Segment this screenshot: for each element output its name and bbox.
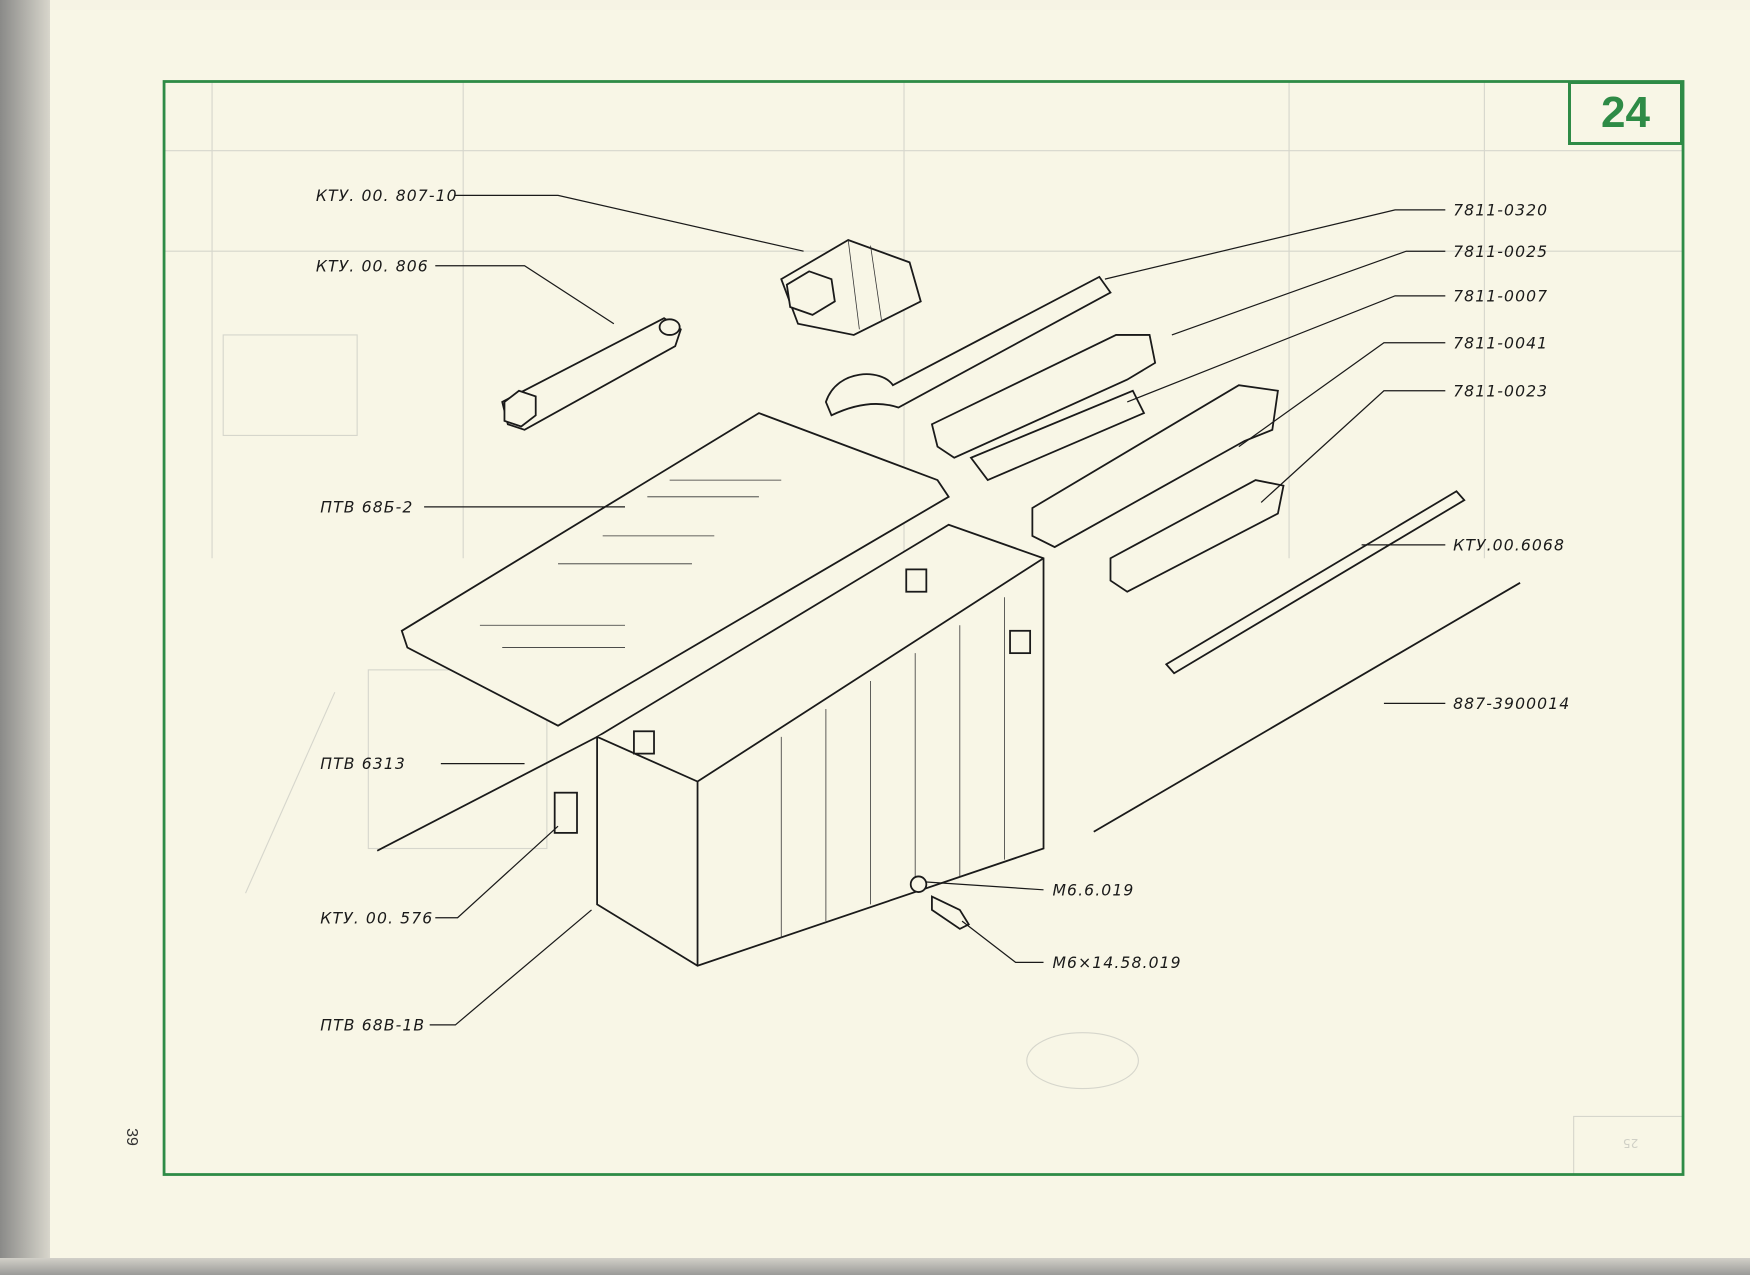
part-label: КТУ. 00. 807-10 <box>316 187 458 205</box>
nut <box>909 875 928 893</box>
tool-box <box>596 523 1045 967</box>
part-label: М6×14.58.019 <box>1052 954 1181 972</box>
part-label: 7811-0041 <box>1453 334 1548 352</box>
wire-pin <box>1093 582 1521 833</box>
page-number: 39 <box>122 1128 140 1146</box>
part-label: 887-3900014 <box>1453 695 1570 713</box>
leader-lines <box>424 194 1446 1026</box>
box-spanner <box>501 317 682 431</box>
part-label: ПТВ 6313 <box>320 755 406 773</box>
bolt <box>931 895 971 930</box>
part-label: 7811-0320 <box>1453 201 1548 219</box>
hinge-pin <box>376 736 598 852</box>
part-label: 7811-0023 <box>1453 382 1548 400</box>
lock-plate <box>553 791 578 834</box>
part-label: М6.6.019 <box>1052 881 1134 899</box>
part-label: КТУ. 00. 806 <box>316 257 429 275</box>
part-label: ПТВ 68Б-2 <box>320 498 413 516</box>
part-label: ПТВ 68В-1В <box>320 1016 425 1034</box>
plate-frame <box>162 80 1685 1176</box>
socket-wrench <box>780 239 922 336</box>
open-end-wrenches <box>824 275 1285 593</box>
box-lid <box>400 412 950 727</box>
plate-number: 24 <box>1568 81 1683 145</box>
part-label: 7811-0007 <box>1453 287 1548 305</box>
handle-rod <box>1164 490 1466 675</box>
part-label: 7811-0025 <box>1453 243 1548 261</box>
part-label: КТУ.00.6068 <box>1453 536 1565 554</box>
faded-page-number: 25 <box>1623 1136 1639 1150</box>
part-label: КТУ. 00. 576 <box>320 909 433 927</box>
scan-bottom-edge <box>0 1258 1750 1275</box>
scan-edge-shadow <box>0 0 50 1275</box>
